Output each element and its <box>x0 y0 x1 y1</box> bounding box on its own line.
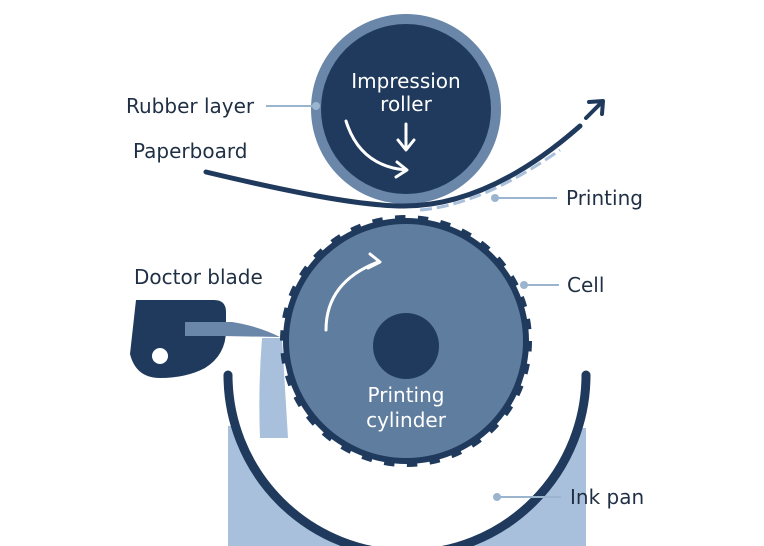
rubber-layer-label: Rubber layer <box>126 94 255 118</box>
printing-label: Printing <box>566 186 643 210</box>
doctor-blade <box>130 300 280 378</box>
printing-cylinder <box>280 215 532 467</box>
cylinder-shaft <box>373 313 439 379</box>
cell-label: Cell <box>567 273 604 297</box>
ink-pan-label: Ink pan <box>570 485 644 509</box>
printed-ink <box>419 148 561 212</box>
ink-label: Ink <box>391 484 422 508</box>
paperboard-label: Paperboard <box>133 139 247 163</box>
printing-cylinder-label-line2: cylinder <box>366 408 447 432</box>
printing-cylinder-label-line1: Printing <box>368 383 445 407</box>
roller-rotation-arrow <box>344 119 408 172</box>
impression-roller <box>311 14 501 204</box>
paperboard-sheet <box>203 123 583 209</box>
ink-pan <box>223 370 591 546</box>
ink-film <box>259 338 288 438</box>
doctor-blade-pivot <box>152 348 168 364</box>
paperboard-direction-arrow <box>584 99 605 120</box>
impression-roller-label-line2: roller <box>380 92 432 116</box>
doctor-blade-label: Doctor blade <box>134 265 263 289</box>
pressure-down-arrow <box>396 122 416 152</box>
impression-roller-label-line1: Impression <box>351 69 460 93</box>
